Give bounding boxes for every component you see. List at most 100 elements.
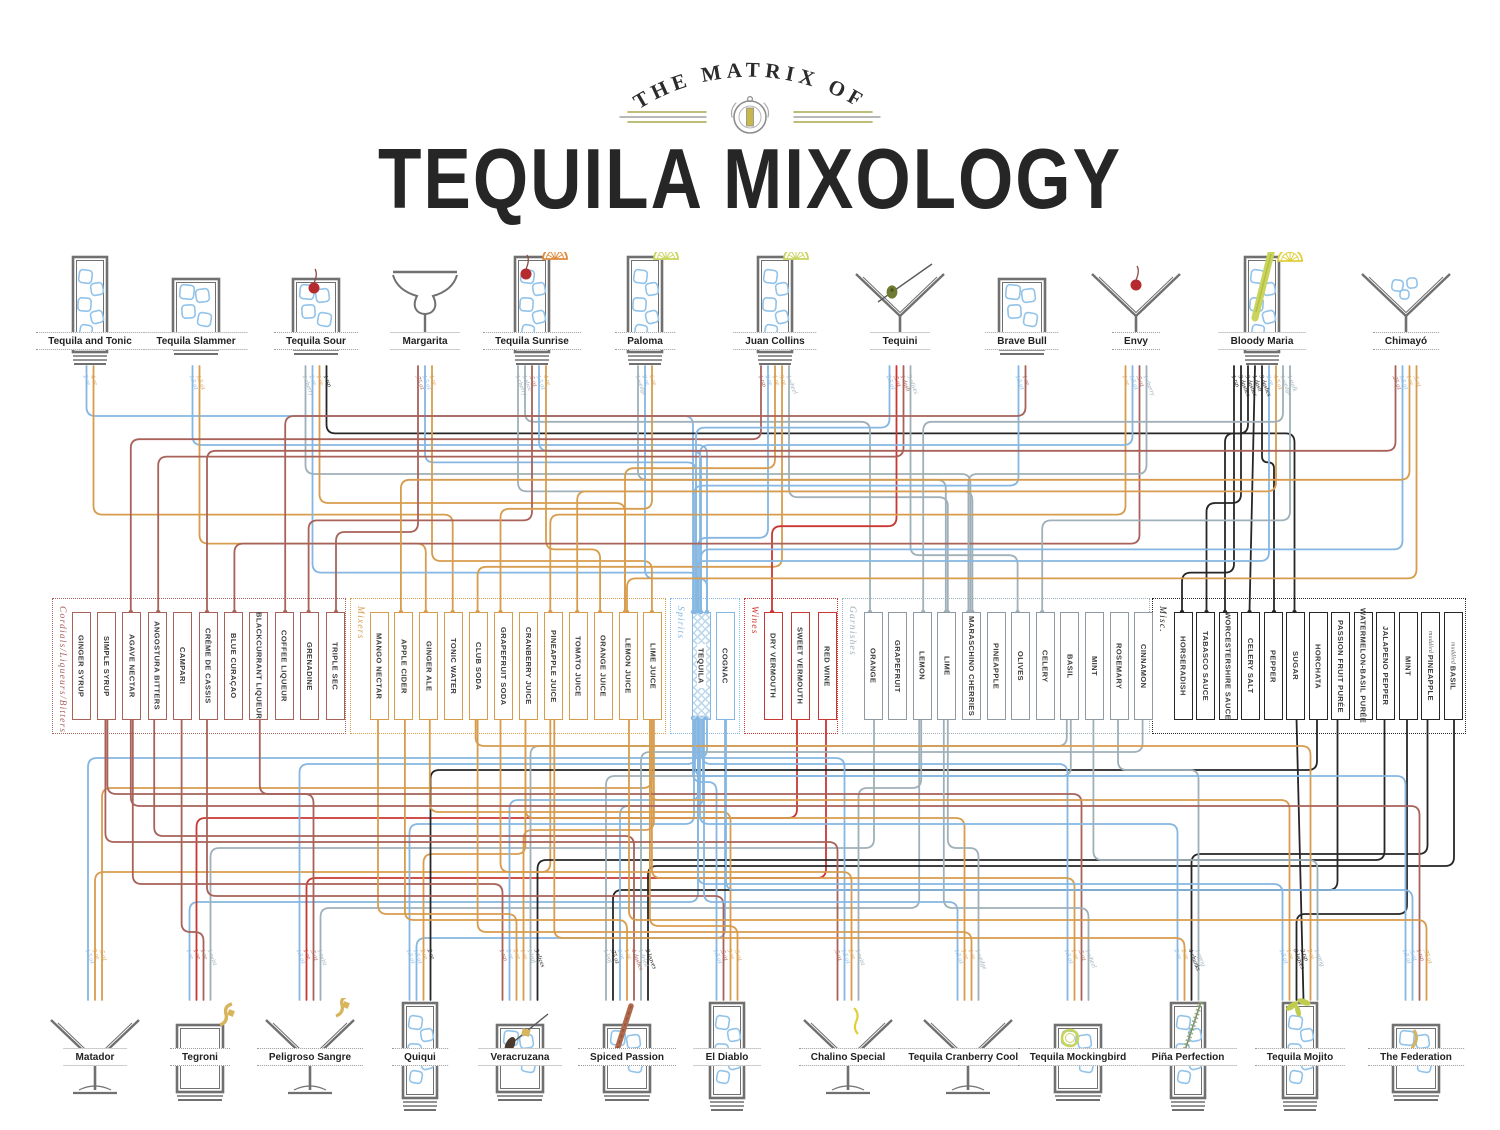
ingredient-cranberry-juice: CRANBERRY JUICE — [518, 612, 538, 720]
ingredient-grenadine: GRENADINE — [300, 612, 320, 720]
ingredient-mango-nectar: MANGO NECTAR — [369, 612, 389, 720]
cocktail-name: Juan Collins — [733, 332, 817, 350]
ingredient-horseradish: HORSERADISH — [1173, 612, 1193, 720]
ingredient-blackcurrant-liqueur: BLACKCURRANT LIQUEUR — [249, 612, 269, 720]
network-line — [180, 717, 205, 1001]
network-line — [92, 365, 454, 613]
title-main: TEQUILA MIXOLOGY — [378, 131, 1122, 226]
cocktail-name: Bloody Maria — [1218, 332, 1306, 350]
ingredient-tomato-juice: TOMATO JUICE — [568, 612, 588, 720]
ingredient-group-label-spirits: Spirits — [675, 606, 685, 640]
cocktail-name: Brave Bull — [985, 332, 1059, 350]
ingredient-pineapple-juice: PINEAPPLE JUICE — [543, 612, 563, 720]
ingredient-tequila: TEQUILA — [691, 612, 711, 720]
network-line — [129, 365, 762, 613]
ingredient-group-label-misc: Misc. — [1157, 606, 1167, 633]
network-line — [1092, 717, 1319, 1001]
network-line — [428, 717, 732, 1001]
network-line — [404, 717, 628, 1001]
ingredient-group-label-mixers: Mixers — [355, 606, 365, 640]
ingredient-maraschino-cherries: MARASCHINO CHERRIES — [961, 612, 981, 720]
ingredient-celery-salt: CELERY SALT — [1241, 612, 1260, 720]
ingredient-basil: BASIL — [1060, 612, 1080, 720]
cocktail-top-bloody-maria: Bloody Maria — [1202, 252, 1322, 377]
ingredient-horchata: HORCHATA — [1308, 612, 1328, 720]
network-line — [422, 717, 527, 1001]
network-line — [700, 365, 1404, 613]
network-line — [474, 717, 1312, 1001]
ingredient-group-label-cordials: Cordials/Liqueurs/Bitters — [57, 606, 67, 734]
ingredient-cr-me-de-cassis: CRÈME DE CASSIS — [198, 612, 218, 720]
cocktail-bottom-the-federation: The Federation — [1356, 998, 1476, 1123]
network-line — [771, 365, 898, 613]
network-line — [909, 365, 1019, 613]
network-line — [576, 365, 1277, 613]
cocktail-name: Paloma — [615, 332, 675, 350]
ingredient-pepper: PEPPER — [1263, 612, 1283, 720]
network-line — [1248, 365, 1256, 613]
ingredient-jalapeno-pepper: JALAPENO PEPPER — [1376, 612, 1395, 720]
ingredient-worcestershire-sauce: WORCESTERSHIRE SAUCE — [1218, 612, 1238, 720]
cocktail-name: Piña Perfection — [1139, 1048, 1237, 1066]
network-line — [157, 365, 905, 613]
network-line — [628, 717, 1428, 1001]
ingredient-group-cordials — [52, 598, 346, 734]
ingredient-blue-cura-ao: BLUE CURAÇAO — [223, 612, 243, 720]
ingredient-triple-sec: TRIPLE SEC — [325, 612, 345, 720]
ingredient-mint: MINT — [1084, 612, 1104, 720]
ingredient-lime: LIME — [937, 612, 957, 720]
ingredient-ginger-syrup: GINGER SYRUP — [71, 612, 91, 720]
cocktail-top-juan-collins: Juan Collins — [715, 252, 835, 377]
ingredient-group-label-garnishes: Garnishes — [847, 606, 857, 656]
network-line — [967, 365, 1148, 613]
network-line — [725, 717, 1414, 1001]
cocktail-name: Envy — [1112, 332, 1160, 350]
network-line — [101, 717, 653, 1001]
cocktail-name: Margarita — [390, 332, 460, 350]
cocktail-top-tequini: Tequini — [840, 252, 960, 377]
network-line — [697, 365, 769, 613]
network-line — [701, 717, 1069, 1001]
network-line — [377, 717, 518, 1001]
ingredient-rosemary: ROSEMARY — [1109, 612, 1129, 720]
network-line — [206, 365, 1397, 613]
cocktail-name: Tequila Slammer — [144, 332, 248, 350]
cocktail-top-paloma: Paloma — [585, 252, 705, 377]
network-line — [431, 365, 653, 613]
cocktail-bottom-pi-a-perfection: Piña Perfection — [1128, 998, 1248, 1123]
ingredient-sugar: SUGAR — [1286, 612, 1305, 720]
ingredient-campari: CAMPARI — [173, 612, 193, 720]
ingredient-group-mixers — [350, 598, 666, 734]
ingredient-coffee-liqueur: COFFEE LIQUEUR — [274, 612, 294, 720]
cocktail-bottom-spiced-passion: Spiced Passion — [567, 998, 687, 1123]
network-line — [499, 365, 653, 613]
network-line — [307, 365, 533, 613]
network-line — [553, 717, 1186, 1001]
network-line — [545, 365, 601, 613]
ingredient-olives: OLIVES — [1011, 612, 1031, 720]
ingredient-club-soda: CLUB SODA — [469, 612, 489, 720]
cocktail-top-envy: Envy — [1076, 252, 1196, 377]
network-line — [429, 717, 1318, 1001]
ingredient-dry-vermouth: DRY VERMOUTH — [763, 612, 783, 720]
network-line — [1224, 365, 1249, 613]
network-line — [922, 365, 1284, 613]
ingredient-tabasco-sauce: TABASCO SAUCE — [1196, 612, 1215, 720]
network-line — [424, 365, 697, 613]
cocktail-name: Tequila and Tonic — [36, 332, 144, 350]
ingredient-grapefruit-soda: GRAPEFRUIT SODA — [494, 612, 513, 720]
network-line — [400, 365, 1411, 613]
ingredient-lemon: LEMON — [912, 612, 932, 720]
network-line — [209, 717, 875, 1001]
network-line — [524, 717, 966, 1001]
network-line — [318, 365, 626, 613]
network-line — [311, 365, 699, 613]
ingredient-watermelon-basil-pur-e: WATERMELON-BASIL PURÉE — [1353, 608, 1373, 724]
cocktail-top-tequila-sunrise: Tequila Sunrise — [472, 252, 592, 377]
cocktail-name: El Diablo — [693, 1048, 761, 1066]
cocktail-name: Chalino Special — [798, 1048, 898, 1066]
network-line — [699, 717, 1179, 1001]
network-line — [857, 717, 923, 1001]
